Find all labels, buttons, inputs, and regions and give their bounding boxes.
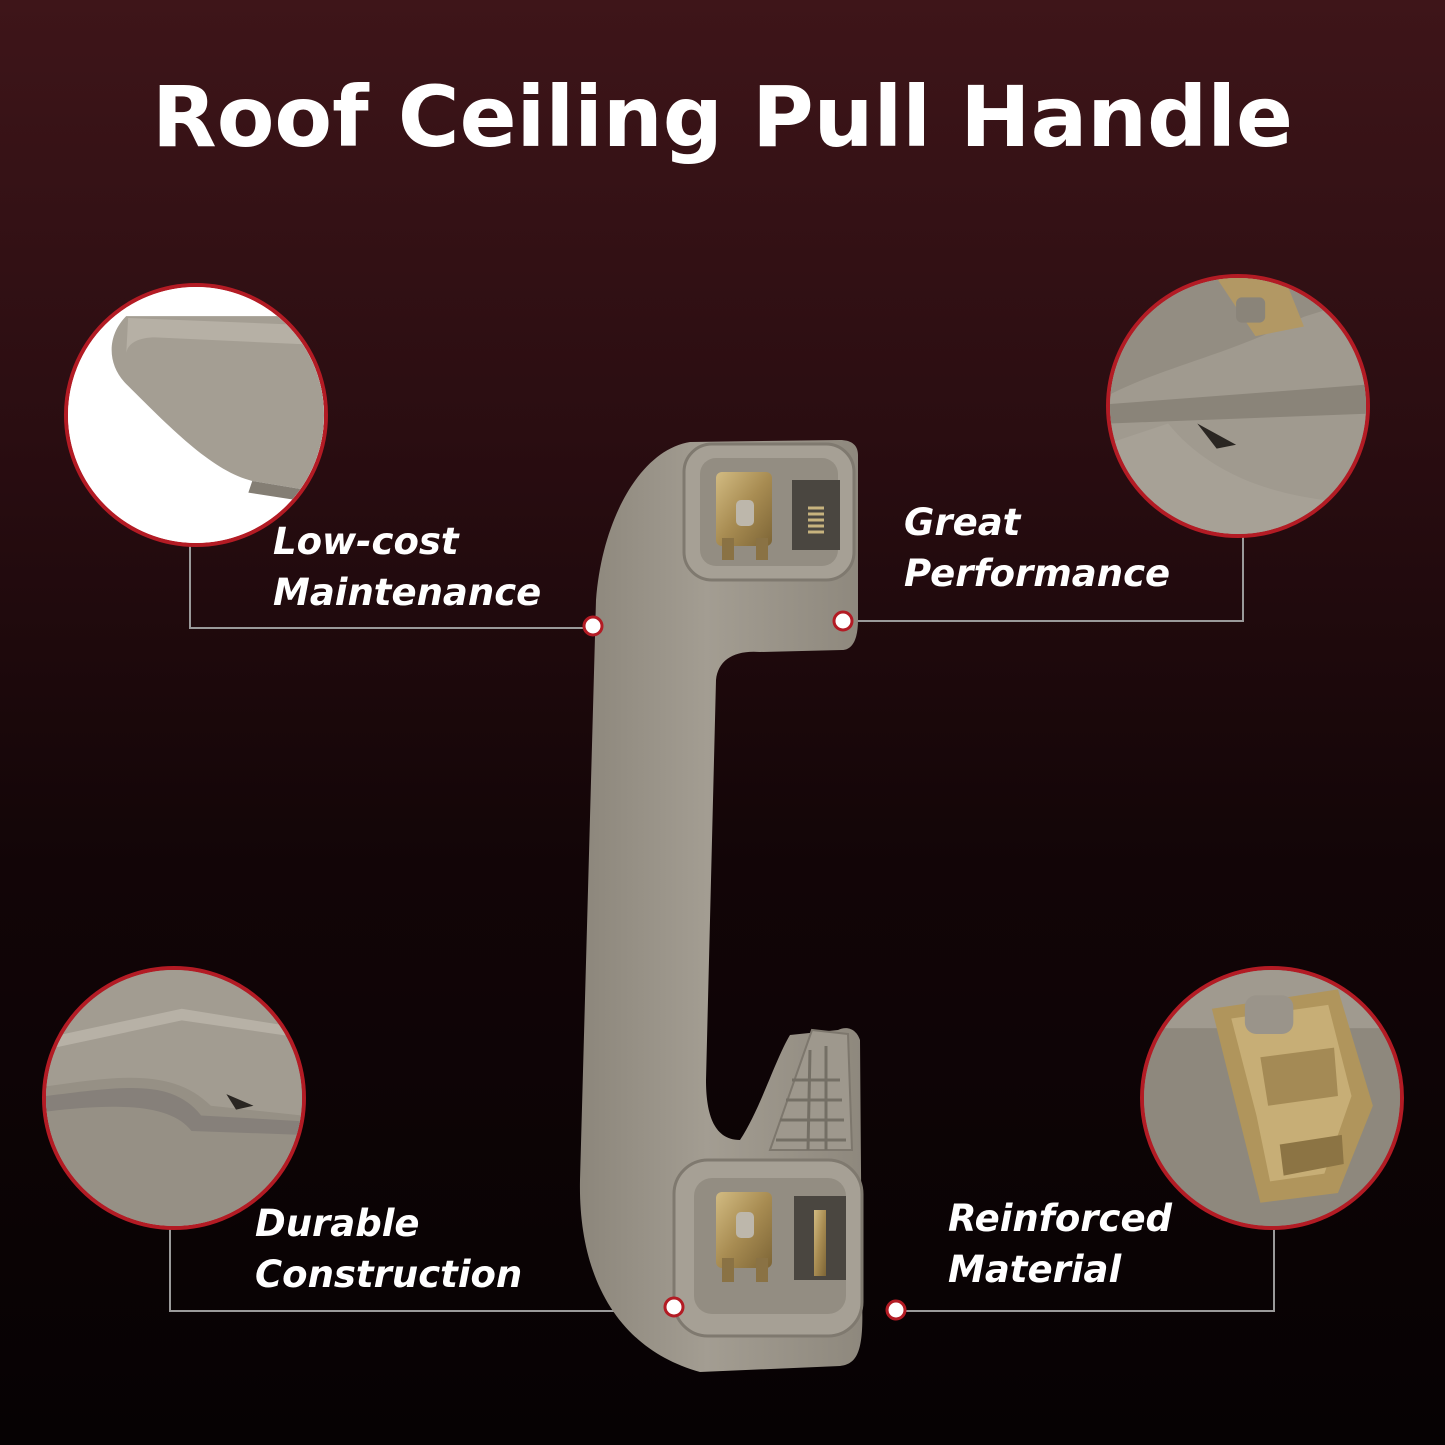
connector-line-great (842, 532, 1244, 622)
connector-line-low-cost (189, 535, 592, 629)
connector-line-reinforced (896, 1222, 1275, 1312)
callout-dot-low-cost (582, 615, 604, 637)
upper-metal-clip (716, 472, 772, 560)
callout-dot-reinforced (885, 1299, 907, 1321)
feature-line-1: Great (904, 501, 1021, 544)
connector-line-durable (169, 1222, 674, 1312)
lower-ribs (776, 1046, 846, 1151)
detail-circle-low-cost (64, 283, 328, 547)
feature-line-1: Low-cost (273, 520, 459, 563)
feature-label-reinforced: Reinforced Material (948, 1193, 1172, 1295)
page-title: Roof Ceiling Pull Handle (152, 68, 1293, 166)
feature-line-1: Durable (255, 1202, 420, 1245)
feature-line-2: Performance (904, 552, 1171, 595)
lower-pin (814, 1210, 826, 1276)
feature-label-durable: Durable Construction (255, 1198, 522, 1300)
grab-handle (579, 440, 864, 1372)
callout-dot-durable (663, 1296, 685, 1318)
detail-circle-reinforced (1140, 966, 1404, 1230)
connector-lines (169, 532, 1275, 1312)
upper-spring (808, 506, 824, 534)
feature-label-great: Great Performance (904, 497, 1170, 599)
feature-line-1: Reinforced (948, 1197, 1173, 1240)
feature-line-2: Construction (255, 1253, 523, 1296)
feature-label-low-cost: Low-cost Maintenance (273, 516, 541, 618)
feature-line-2: Material (948, 1248, 1122, 1291)
lower-metal-clip (716, 1192, 772, 1282)
callout-dots (582, 610, 907, 1321)
detail-circle-durable (42, 966, 306, 1230)
feature-line-2: Maintenance (273, 571, 542, 614)
detail-circle-great (1106, 274, 1370, 538)
callout-dot-great (832, 610, 854, 632)
